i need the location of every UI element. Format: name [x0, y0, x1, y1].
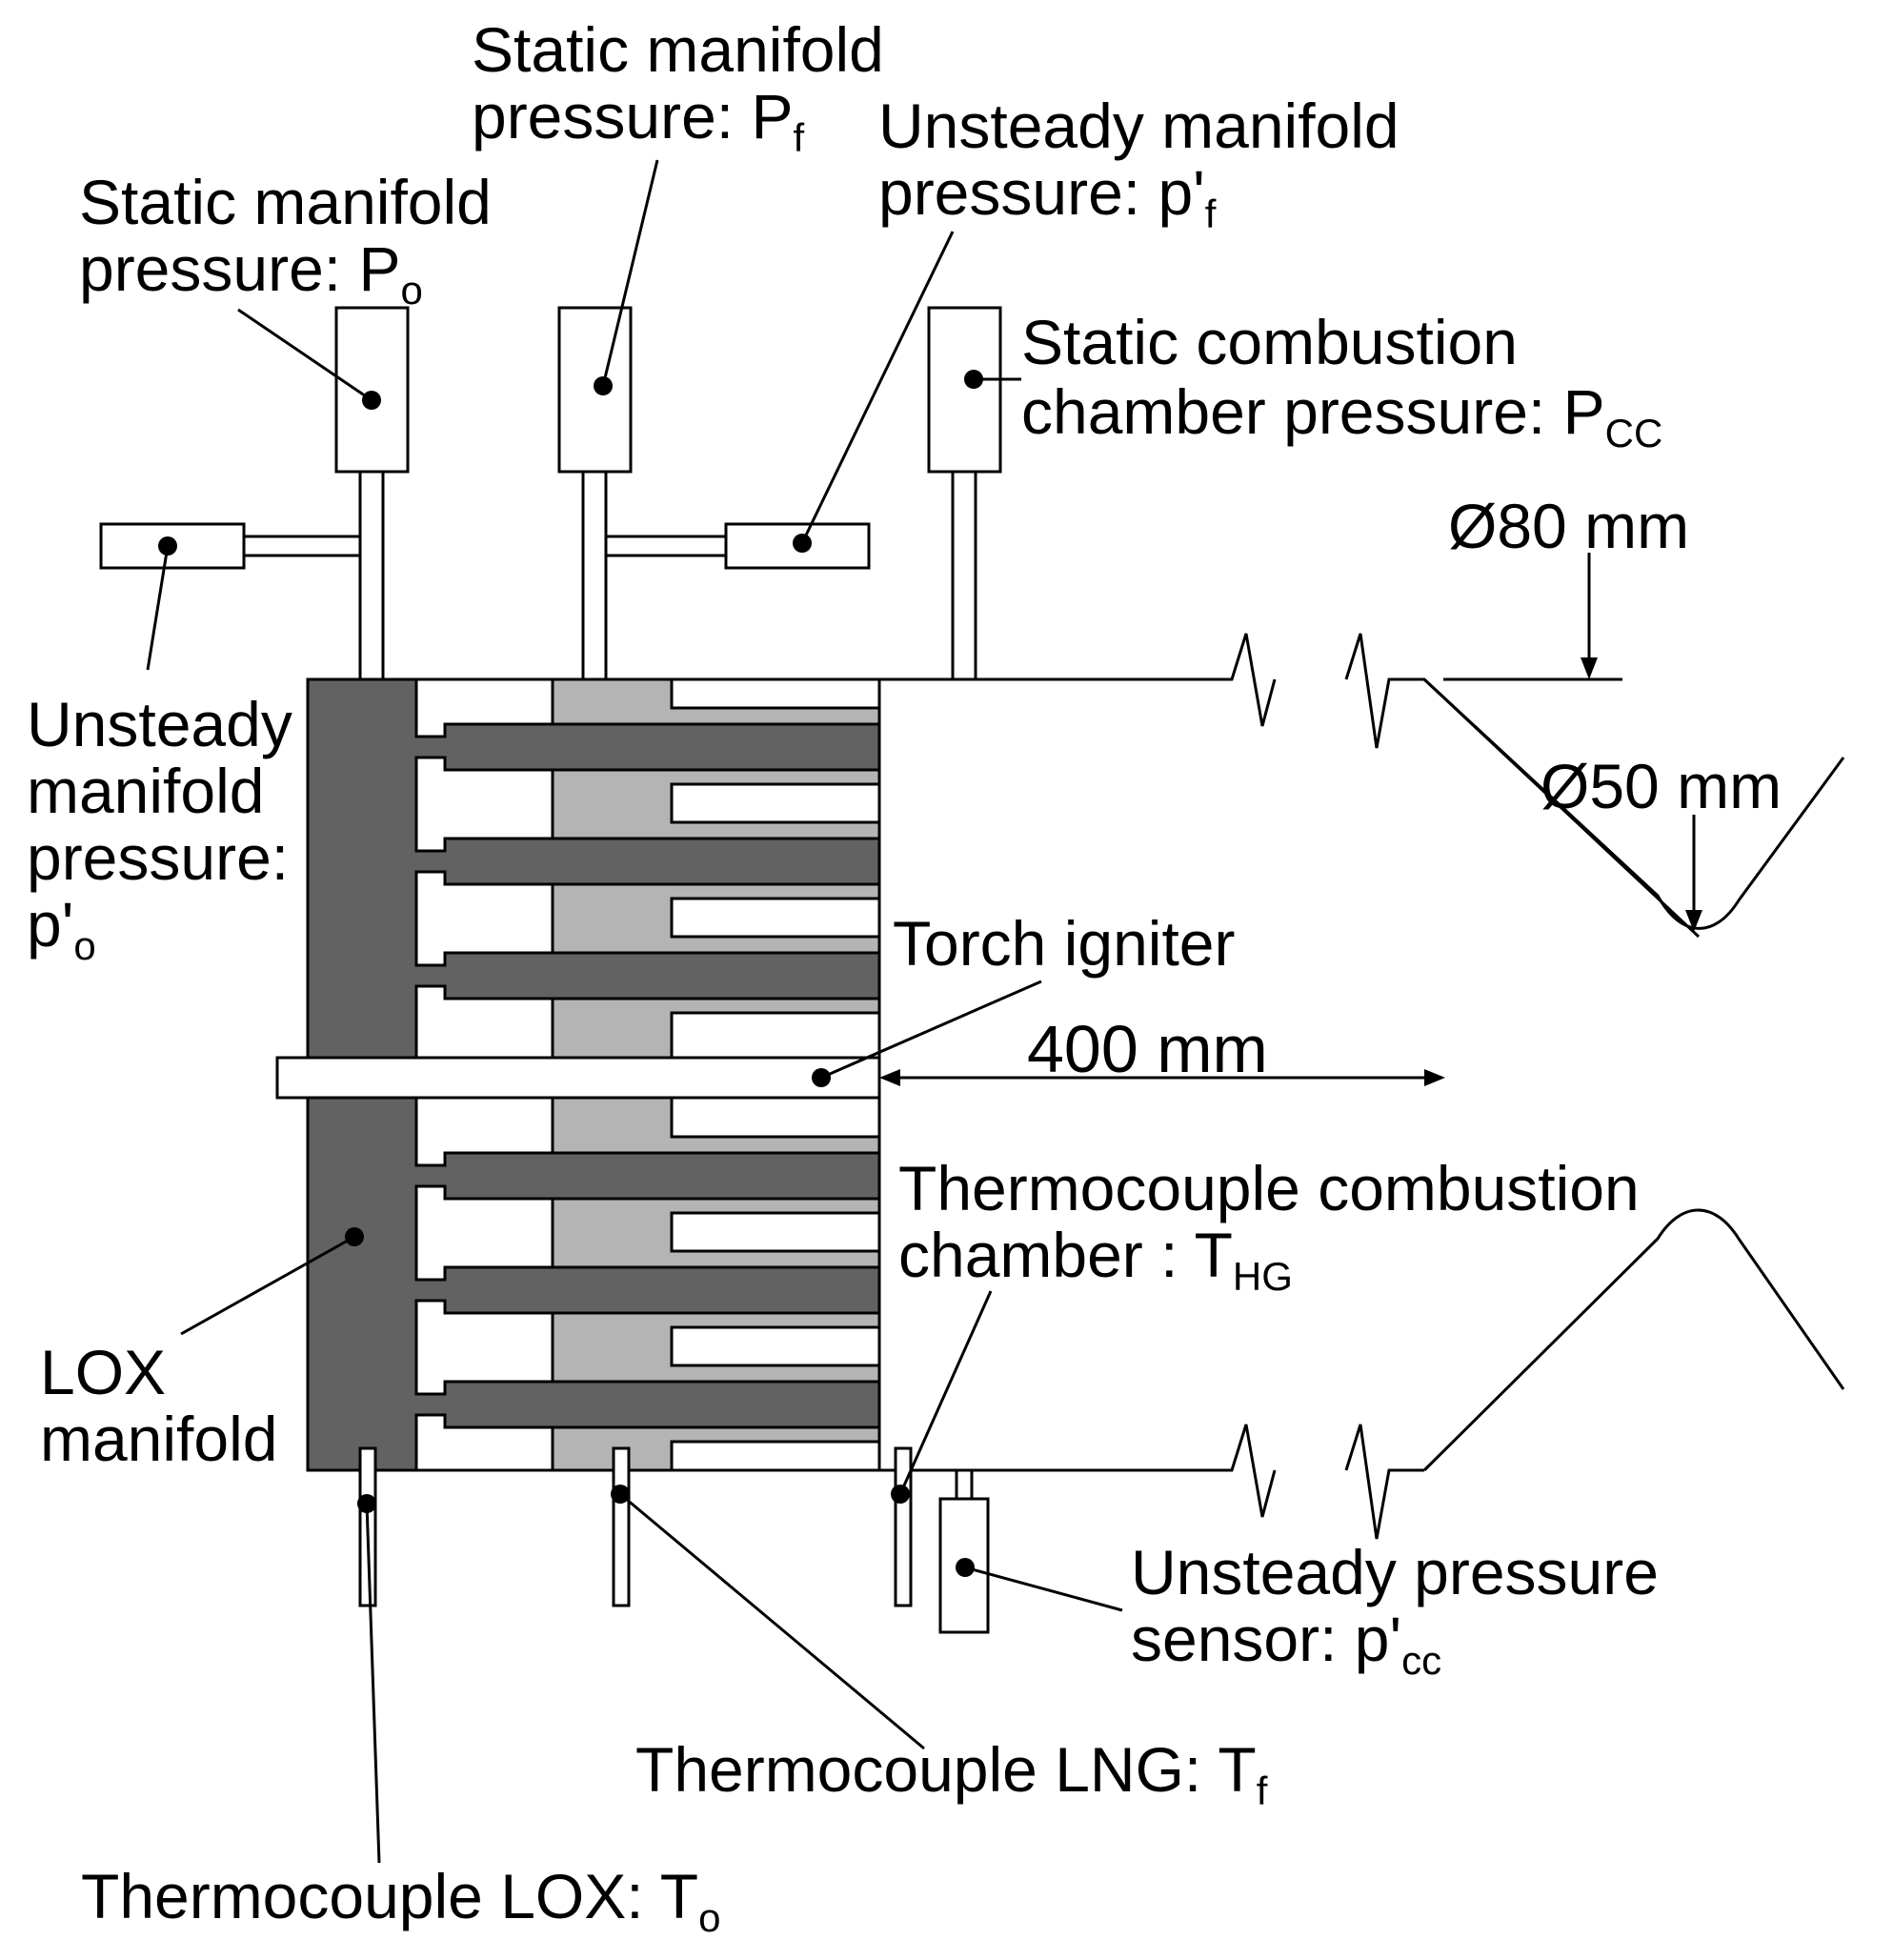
label-static-pf-sub: f: [793, 115, 804, 160]
nozzle-top-contour: [1422, 677, 1845, 930]
label-torch-igniter: Torch igniter: [893, 908, 1236, 979]
leader-static-po: [237, 308, 373, 402]
label-thermo-hg-line2: chamber : THG: [898, 1220, 1293, 1299]
dimension-400-arrow-left: [879, 1069, 900, 1086]
injector-head: [275, 677, 881, 1472]
label-static-pcc-line2: chamber pressure: PCC: [1021, 376, 1662, 455]
label-static-pcc-sub: CC: [1605, 411, 1663, 455]
label-thermo-lox-text: Thermocouple LOX: T: [81, 1861, 698, 1931]
leader-thermo-lox: [365, 1503, 381, 1864]
label-static-pf-line1: Static manifold: [472, 14, 884, 85]
label-thermo-lng: Thermocouple LNG: Tf: [635, 1734, 1268, 1813]
label-static-po-text: pressure: P: [79, 233, 400, 304]
leader-thermo-lng: [619, 1492, 925, 1750]
label-unsteady-po-line3: pressure:: [27, 822, 289, 893]
leader-lox-manifold: [180, 1235, 355, 1336]
label-unsteady-pf-line1: Unsteady manifold: [878, 91, 1400, 161]
label-thermo-hg-sub: HG: [1233, 1254, 1293, 1299]
label-lox-manifold-line1: LOX: [40, 1337, 166, 1407]
label-diameter-50: Ø50 mm: [1541, 751, 1782, 821]
thermocouple-lng-probe: [612, 1446, 631, 1607]
label-unsteady-pcc-line2: sensor: p'cc: [1131, 1604, 1441, 1683]
chamber-bottom-wall-left: [879, 1424, 1277, 1518]
pf-branch-pipe: [604, 535, 728, 557]
lox-manifold-body: [306, 677, 881, 1472]
pcc-unsteady-stem: [955, 1468, 974, 1501]
leader-thermo-hg: [898, 1290, 993, 1495]
chamber-bottom-wall-right: [1344, 1424, 1424, 1540]
label-thermo-lng-sub: f: [1257, 1768, 1268, 1813]
static-pcc-sensor: [927, 306, 1002, 474]
chamber-walls: [879, 633, 1845, 1540]
leader-unsteady-po: [146, 545, 170, 671]
leader-static-pf: [601, 159, 659, 387]
leader-torch-igniter: [820, 980, 1042, 1080]
po-branch-pipe: [242, 535, 362, 557]
label-diameter-80: Ø80 mm: [1448, 491, 1689, 561]
chamber-top-wall-left: [879, 633, 1277, 727]
dimension-400-arrow-right: [1424, 1069, 1445, 1086]
static-po-sensor: [334, 306, 410, 474]
label-length-400: 400 mm: [1027, 1012, 1268, 1086]
label-static-po-sub: o: [400, 268, 422, 313]
torch-igniter-rod: [275, 1056, 881, 1100]
unsteady-po-sensor: [99, 522, 246, 570]
po-pipe: [358, 470, 385, 681]
pcc-pipe: [951, 470, 977, 681]
label-static-pcc-line1: Static combustion: [1021, 307, 1518, 377]
label-static-pcc-text: chamber pressure: P: [1021, 376, 1605, 447]
label-unsteady-pf-text: pressure: p': [878, 157, 1205, 228]
label-unsteady-po-sub: o: [73, 923, 95, 968]
leader-unsteady-pf: [800, 231, 955, 544]
nozzle-bottom-contour: [1422, 1208, 1845, 1472]
bottom-sensors: [357, 1446, 990, 1634]
top-sensors: [99, 306, 1002, 681]
label-lox-manifold-line2: manifold: [40, 1404, 277, 1474]
label-static-pf-line2: pressure: Pf: [472, 81, 804, 160]
label-unsteady-po-line1: Unsteady: [27, 689, 292, 759]
diameter-80-arrowhead: [1581, 657, 1598, 679]
label-unsteady-pcc-line1: Unsteady pressure: [1131, 1537, 1659, 1607]
label-unsteady-pf-line2: pressure: p'f: [878, 157, 1217, 236]
leader-unsteady-pcc: [964, 1566, 1123, 1612]
labels: Static manifold pressure: Pf Unsteady ma…: [27, 14, 1782, 1940]
label-static-pf-text: pressure: P: [472, 81, 793, 152]
thermocouple-hg-probe: [894, 1446, 913, 1607]
diameter-50-arrowhead: [1685, 910, 1702, 932]
label-unsteady-po-line2: manifold: [27, 756, 264, 826]
label-thermo-lox: Thermocouple LOX: To: [81, 1861, 720, 1940]
label-unsteady-po-line4: p'o: [27, 889, 96, 968]
label-thermo-hg-text: chamber : T: [898, 1220, 1233, 1290]
label-thermo-lng-text: Thermocouple LNG: T: [635, 1734, 1257, 1805]
label-unsteady-pcc-sub: cc: [1401, 1638, 1441, 1683]
label-unsteady-po-text: p': [27, 889, 73, 960]
label-unsteady-pf-sub: f: [1205, 192, 1217, 236]
label-thermo-hg-line1: Thermocouple combustion: [898, 1153, 1640, 1223]
label-unsteady-pcc-text: sensor: p': [1131, 1604, 1401, 1674]
label-static-po-line1: Static manifold: [79, 167, 492, 237]
label-static-po-line2: pressure: Po: [79, 233, 423, 313]
label-thermo-lox-sub: o: [698, 1895, 720, 1940]
leader-lines: [146, 159, 1702, 1864]
pf-pipe: [581, 470, 608, 681]
